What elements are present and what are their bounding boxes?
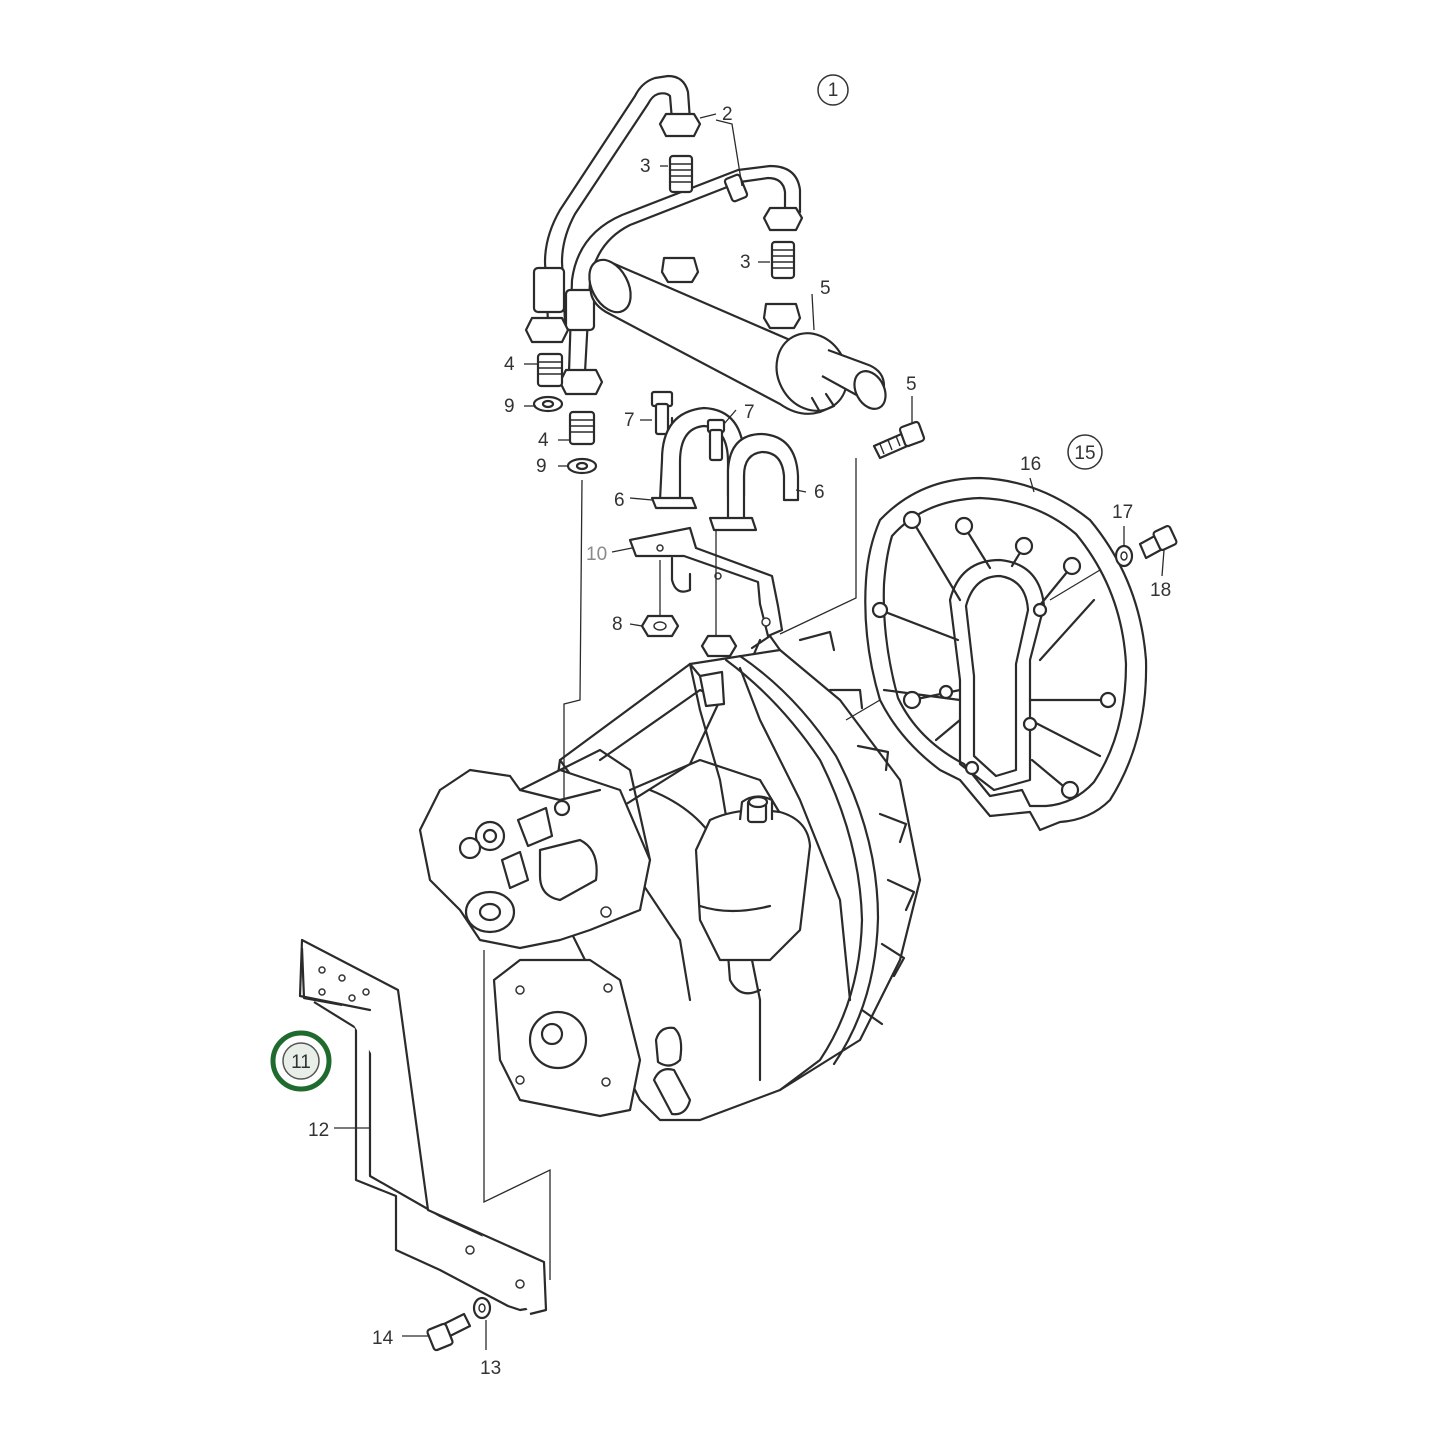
coolant-pipe-assembly [524,74,804,396]
callout-15: 15 [1074,443,1095,464]
bolt-5 [872,420,926,460]
callout-6-left: 6 [614,490,625,511]
callout-10: 10 [586,544,607,565]
callout-4-upper: 4 [504,354,515,375]
callout-8: 8 [612,614,623,635]
callout-6-right: 6 [814,482,825,503]
callout-5-exchanger: 5 [820,278,831,299]
washer-bolt-17-18 [1114,525,1178,568]
mounting-bracket [298,938,548,1352]
callout-12: 12 [308,1120,329,1141]
callout-16: 16 [1020,454,1041,475]
callout-2: 2 [722,104,733,125]
callout-9-lower: 9 [536,456,547,477]
callout-circle-11-inner [282,1042,320,1080]
callout-labels: 1 2 3 3 4 4 9 9 5 5 7 7 6 6 10 8 15 16 1… [270,74,1171,1379]
callout-14: 14 [372,1328,394,1349]
callout-7-right: 7 [744,402,755,423]
callout-7-left: 7 [624,410,635,431]
callout-3-lower: 3 [740,252,751,273]
callout-13: 13 [480,1358,501,1379]
callout-5-bolt: 5 [906,374,917,395]
leader-lines [334,113,1165,1350]
callout-1: 1 [828,80,839,101]
fittings [532,154,796,475]
callout-18: 18 [1150,580,1171,601]
callout-11[interactable]: 11 [291,1052,311,1073]
callout-17: 17 [1112,502,1133,523]
gearbox-housing [418,630,922,1122]
callout-4-lower: 4 [538,430,549,451]
clamp-bracket-assembly [628,390,800,658]
flywheel-housing-cover [864,476,1148,832]
callout-3-upper: 3 [640,156,651,177]
callout-circle-15 [1067,434,1103,470]
heat-exchanger [588,256,887,415]
callout-9-upper: 9 [504,396,515,417]
callout-circle-1 [817,74,849,106]
